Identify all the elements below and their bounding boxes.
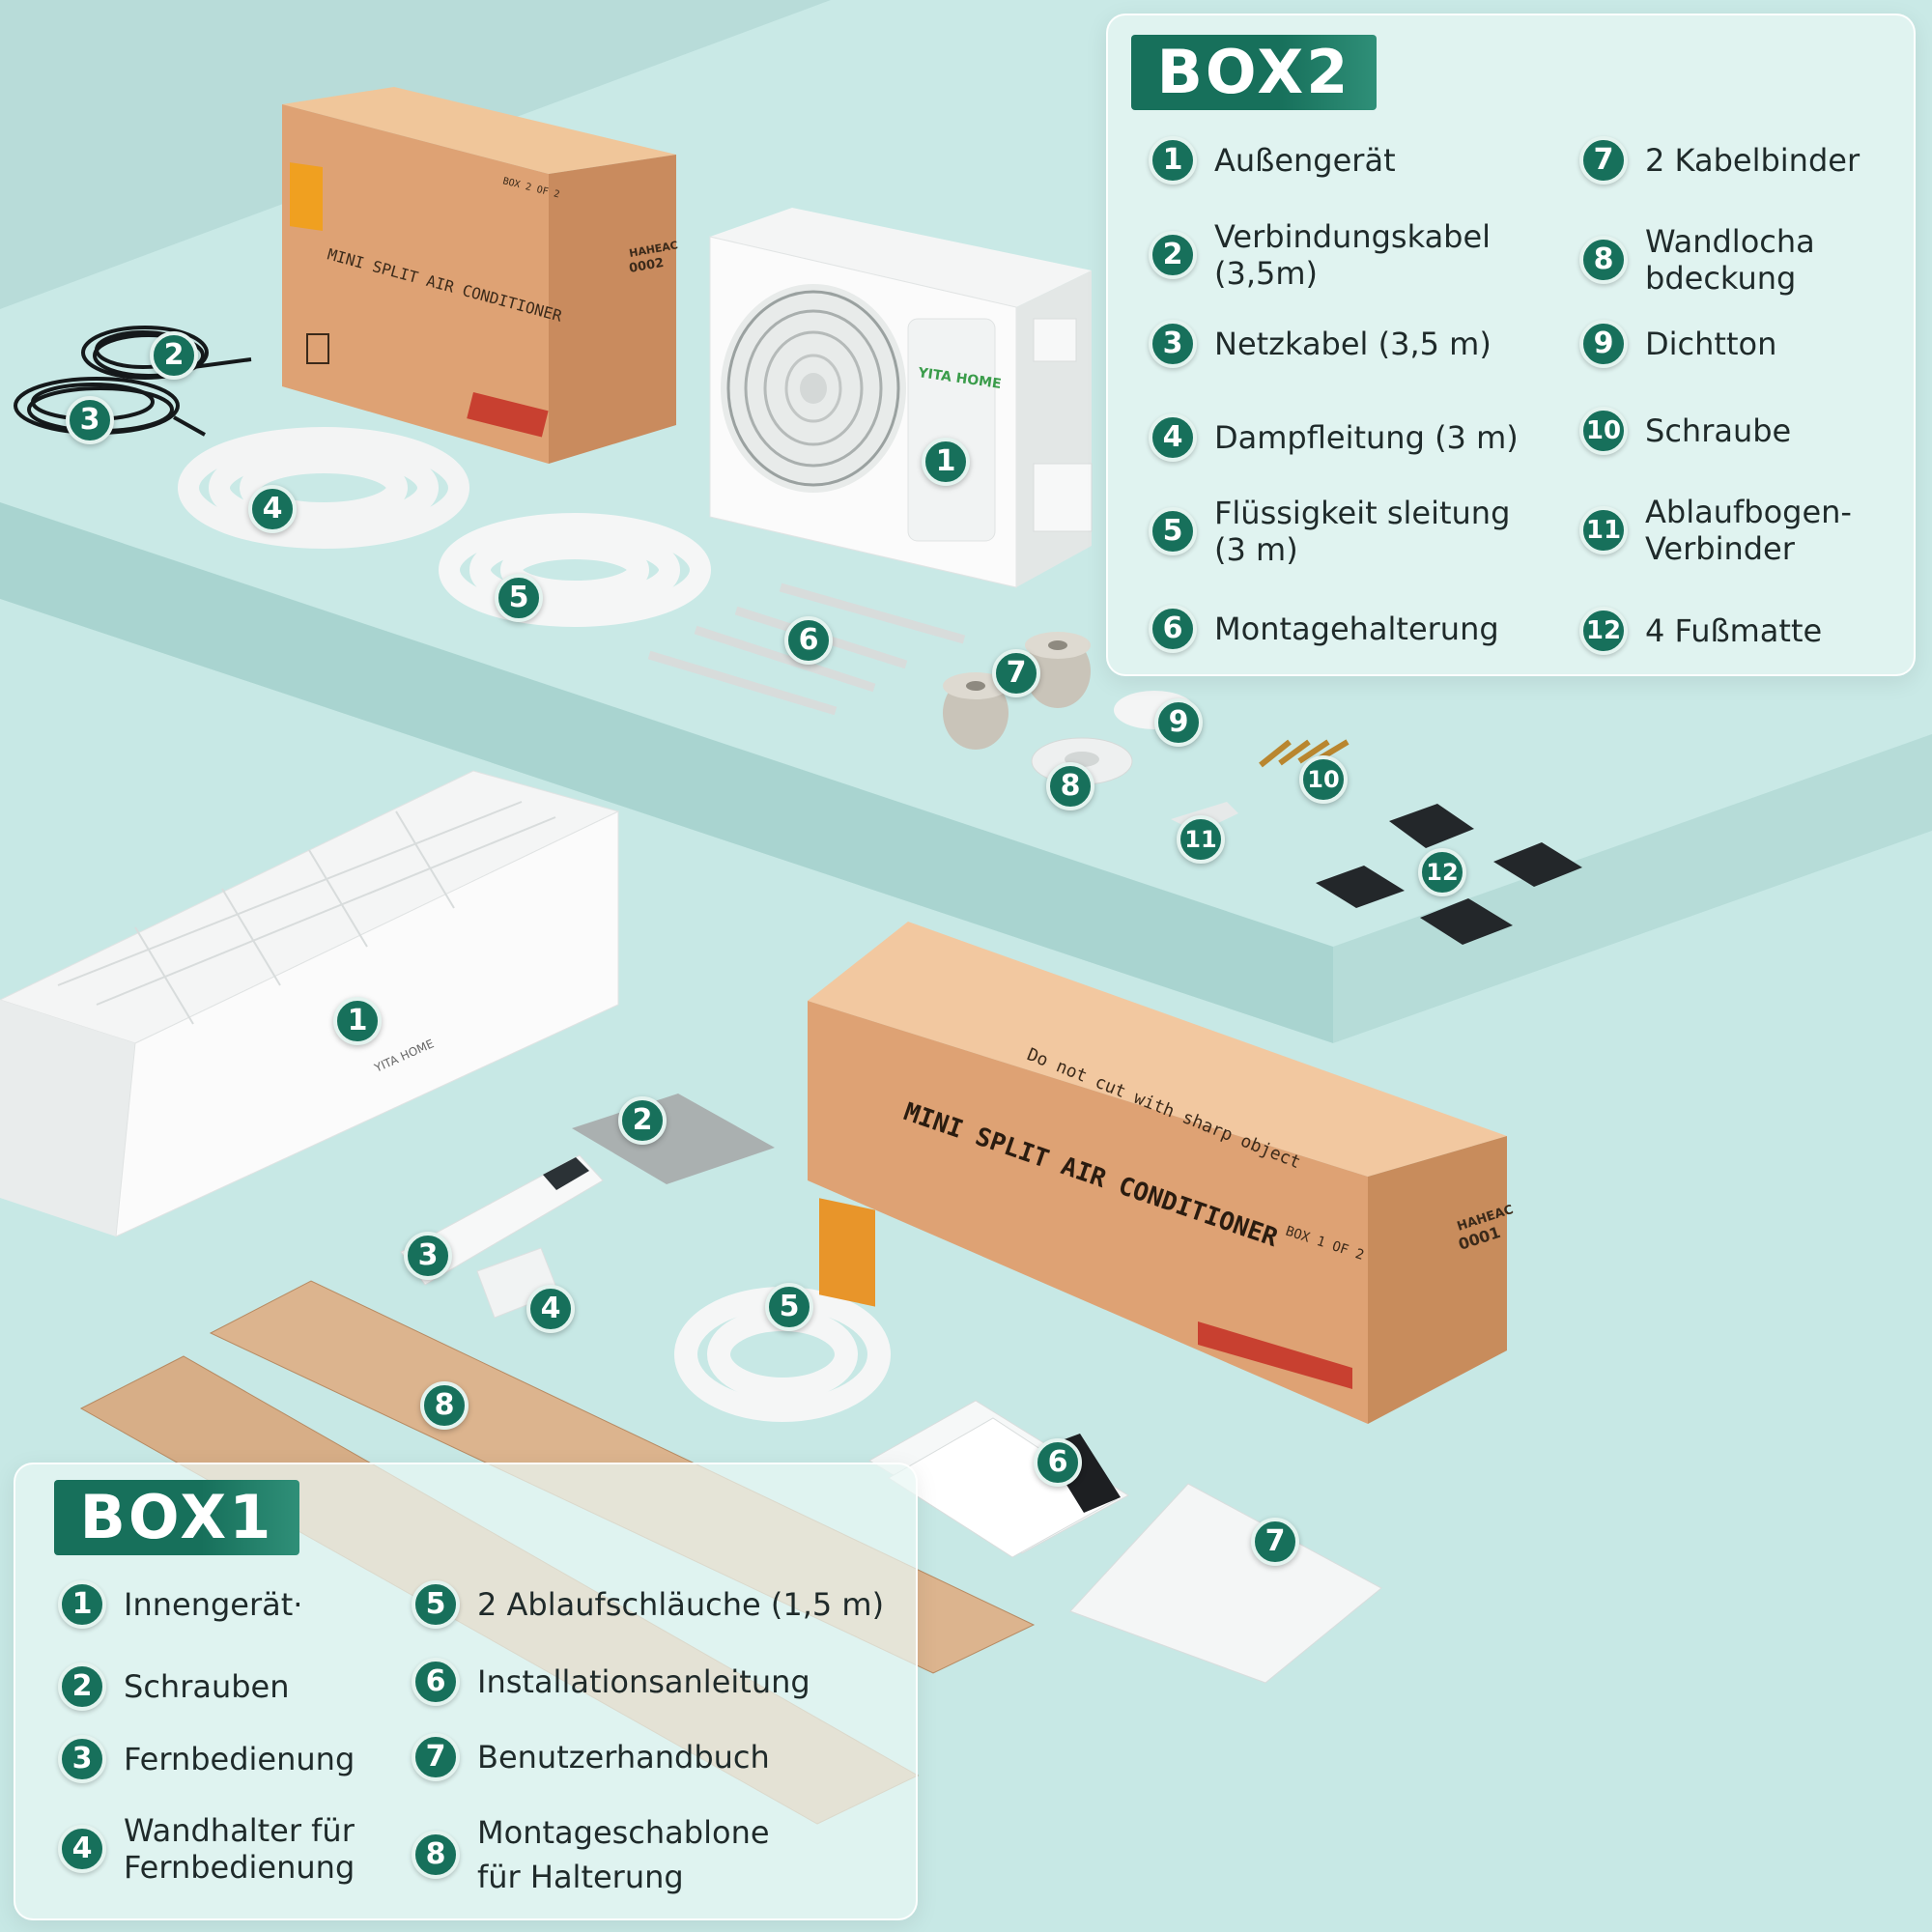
box2-item-11: 11 Ablaufbogen- Verbinder (1579, 494, 1852, 567)
box2-item-6-number: 6 (1149, 605, 1197, 653)
box1-item-6: 6 Installationsanleitung (412, 1658, 810, 1706)
scene-badge-box2-10: 10 (1299, 755, 1348, 804)
box1-item-6-label: Installationsanleitung (477, 1663, 810, 1700)
mounting-brackets (647, 582, 966, 716)
box1-item-8-label: Montageschablone für Halterung (477, 1814, 770, 1895)
pipe-coil-4 (178, 427, 469, 549)
box2-item-5-number: 5 (1149, 507, 1197, 555)
box2-item-10-label: Schraube (1645, 412, 1792, 449)
box2-item-3-number: 3 (1149, 320, 1197, 368)
box1-item-8: 8 Montageschablone für Halterung (412, 1810, 770, 1899)
box1-item-4-label: Wandhalter für Fernbedienung (124, 1812, 355, 1886)
scene-badge-box2-5: 5 (495, 574, 543, 622)
box1-item-8-number: 8 (412, 1831, 460, 1879)
box1-item-7: 7 Benutzerhandbuch (412, 1733, 770, 1781)
box2-item-1: 1 Außengerät (1149, 136, 1396, 185)
scene-badge-box2-12: 12 (1418, 848, 1466, 896)
box2-item-8-number: 8 (1579, 236, 1628, 284)
box1-item-3: 3 Fernbedienung (58, 1735, 355, 1783)
box2-item-9-number: 9 (1579, 320, 1628, 368)
shelf-edge (0, 502, 1333, 1043)
box2-item-2-number: 2 (1149, 231, 1197, 279)
box1-item-5: 5 2 Ablaufschläuche (1,5 m) (412, 1580, 884, 1629)
box1-title: BOX1 (54, 1480, 299, 1555)
box1-item-7-label: Benutzerhandbuch (477, 1739, 770, 1776)
box2-item-9: 9 Dichtton (1579, 320, 1776, 368)
scene-badge-box2-3: 3 (66, 396, 114, 444)
scene-badge-box2-11: 11 (1177, 815, 1225, 864)
box2-item-10: 10 Schraube (1579, 407, 1791, 455)
box2-item-1-number: 1 (1149, 136, 1197, 185)
pipe-coil-5 (439, 513, 711, 627)
scene-badge-box1-5: 5 (765, 1283, 813, 1331)
box2-item-8: 8 Wandlocha bdeckung (1579, 223, 1815, 297)
box1-item-7-number: 7 (412, 1733, 460, 1781)
scene-badge-box1-6: 6 (1034, 1438, 1082, 1487)
scene-badge-box1-4: 4 (526, 1285, 575, 1333)
box2-item-5: 5 Flüssigkeit sleitung (3 m) (1149, 495, 1510, 568)
foot-pads (1316, 804, 1582, 945)
box1-item-2-label: Schrauben (124, 1668, 290, 1705)
scene-badge-box2-7: 7 (992, 649, 1040, 697)
box2-item-7-number: 7 (1579, 136, 1628, 185)
box2-item-4-number: 4 (1149, 413, 1197, 462)
box2-item-12-label: 4 Fußmatte (1645, 612, 1823, 649)
box2-legend-panel: BOX2 1 Außengerät 2 Verbindungskabel (3,… (1106, 14, 1916, 676)
box2-item-6: 6 Montagehalterung (1149, 605, 1499, 653)
scene-badge-box2-1: 1 (922, 438, 970, 486)
scene-badge-box2-8: 8 (1046, 762, 1094, 810)
scene-badge-box2-9: 9 (1154, 698, 1203, 747)
box1-item-2-number: 2 (58, 1662, 106, 1711)
box2-item-2: 2 Verbindungskabel (3,5m) (1149, 218, 1491, 292)
box2-item-10-number: 10 (1579, 407, 1628, 455)
box2-item-2-label: Verbindungskabel (3,5m) (1214, 218, 1492, 292)
box1-item-3-number: 3 (58, 1735, 106, 1783)
box2-item-7: 7 2 Kabelbinder (1579, 136, 1860, 185)
box2-item-3: 3 Netzkabel (3,5 m) (1149, 320, 1492, 368)
box2-item-4: 4 Dampfleitung (3 m) (1149, 413, 1519, 462)
box1-item-2: 2 Schrauben (58, 1662, 290, 1711)
box1-item-5-number: 5 (412, 1580, 460, 1629)
box1-item-6-number: 6 (412, 1658, 460, 1706)
box2-item-7-label: 2 Kabelbinder (1645, 142, 1861, 179)
scene-badge-box1-1: 1 (333, 997, 382, 1045)
scene-badge-box2-6: 6 (784, 616, 833, 665)
box1-item-3-label: Fernbedienung (124, 1741, 355, 1777)
box2-item-11-number: 11 (1579, 506, 1628, 554)
box1-item-4: 4 Wandhalter für Fernbedienung (58, 1812, 355, 1886)
box2-item-6-label: Montagehalterung (1214, 611, 1499, 647)
box1-legend-panel: BOX1 1 Innengerät· 2 Schrauben 3 Fernbed… (14, 1463, 918, 1920)
box2-item-3-label: Netzkabel (3,5 m) (1214, 326, 1492, 362)
box2-item-5-label: Flüssigkeit sleitung (3 m) (1214, 495, 1511, 568)
scene-badge-box2-2: 2 (150, 331, 198, 380)
scene-badge-box2-4: 4 (248, 485, 297, 533)
box1-item-4-number: 4 (58, 1825, 106, 1873)
scene-badge-box1-3: 3 (404, 1232, 452, 1280)
scene-badge-box1-2: 2 (618, 1096, 667, 1145)
outdoor-unit: YITA HOME (709, 208, 1093, 588)
box1-item-1-number: 1 (58, 1580, 106, 1629)
box2-item-4-label: Dampfleitung (3 m) (1214, 419, 1519, 456)
box2-item-12-number: 12 (1579, 607, 1628, 655)
box2-item-9-label: Dichtton (1645, 326, 1777, 362)
box1-item-1: 1 Innengerät· (58, 1580, 302, 1629)
box2-item-1-label: Außengerät (1214, 142, 1396, 179)
box2-title: BOX2 (1131, 35, 1377, 110)
manuals (868, 1400, 1382, 1684)
scene-badge-box1-8: 8 (420, 1381, 469, 1430)
box2-carton-serial: 0002 (628, 256, 665, 276)
box1-carton: Do not cut with sharp object MINI SPLIT … (808, 922, 1516, 1424)
box2-item-11-label: Ablaufbogen- Verbinder (1645, 494, 1852, 567)
box2-carton: MINI SPLIT AIR CONDITIONER BOX 2 OF 2 HA… (282, 87, 679, 464)
box1-item-5-label: 2 Ablaufschläuche (1,5 m) (477, 1586, 885, 1623)
box1-item-1-label: Innengerät· (124, 1586, 303, 1623)
box2-item-8-label: Wandlocha bdeckung (1645, 223, 1815, 297)
box2-item-12: 12 4 Fußmatte (1579, 607, 1822, 655)
scene-badge-box1-7: 7 (1251, 1518, 1299, 1566)
